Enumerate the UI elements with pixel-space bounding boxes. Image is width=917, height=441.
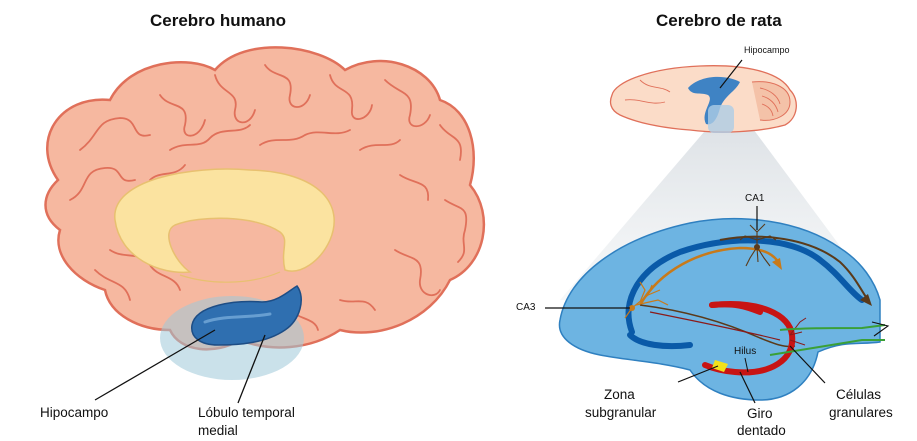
granular-label-line1: Células: [836, 388, 881, 403]
hilus-label: Hilus: [734, 346, 756, 357]
granular-label-line2: granulares: [829, 406, 893, 421]
rat-hippocampus-detail: [545, 206, 888, 403]
human-brain-title: Cerebro humano: [150, 12, 286, 31]
subgranular-label-line1: Zona: [604, 388, 635, 403]
temporal-lobe-label-line1: Lóbulo temporal: [198, 406, 295, 421]
dentate-label-line1: Giro: [747, 407, 773, 422]
rat-brain-title: Cerebro de rata: [656, 12, 782, 31]
subgranular-label-line2: subgranular: [585, 406, 656, 421]
rat-hippocampus-label: Hipocampo: [744, 46, 790, 56]
ca3-label: CA3: [516, 302, 535, 313]
ca1-label: CA1: [745, 193, 764, 204]
human-brain: [46, 47, 484, 403]
temporal-lobe-label-line2: medial: [198, 424, 238, 439]
dentate-label-line2: dentado: [737, 424, 786, 439]
human-hippocampus-label: Hipocampo: [40, 406, 108, 421]
